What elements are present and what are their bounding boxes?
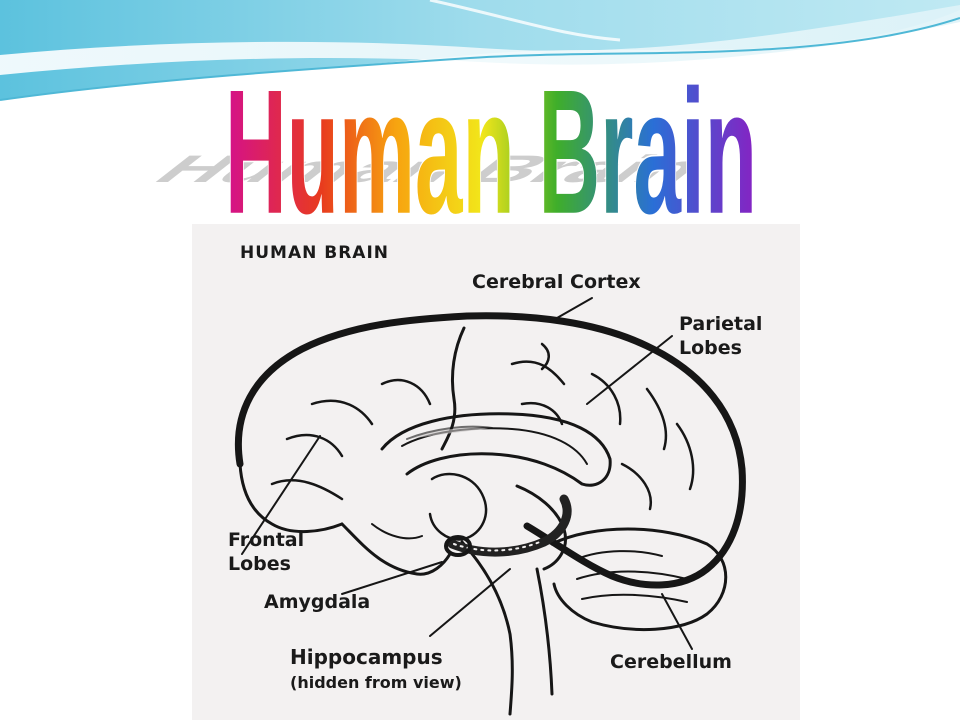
label-parietal-1: Parietal <box>679 313 762 335</box>
hippocampus-shape <box>447 494 572 557</box>
header-waves <box>0 0 960 101</box>
label-frontal-1: Frontal <box>228 529 304 551</box>
label-cerebellum: Cerebellum <box>610 651 732 673</box>
cortex-outline <box>234 312 746 589</box>
label-amygdala: Amygdala <box>264 591 370 613</box>
label-hippocampus-note: (hidden from view) <box>290 673 462 692</box>
label-parietal-2: Lobes <box>679 337 742 359</box>
title-art: Human Brain Human Brain <box>139 51 758 230</box>
label-frontal-2: Lobes <box>228 553 291 575</box>
brain-diagram: HUMAN BRAIN Cerebral Cortex Parietal Lob… <box>192 224 800 720</box>
title-shadow: Human Brain <box>139 147 724 190</box>
slide-title: Human Brain <box>225 52 757 230</box>
label-cerebral-cortex: Cerebral Cortex <box>472 271 641 293</box>
label-hippocampus: Hippocampus <box>290 645 443 669</box>
cerebellum-shape <box>550 527 728 632</box>
amygdala-shape <box>444 535 472 557</box>
diagram-heading: HUMAN BRAIN <box>240 243 389 263</box>
